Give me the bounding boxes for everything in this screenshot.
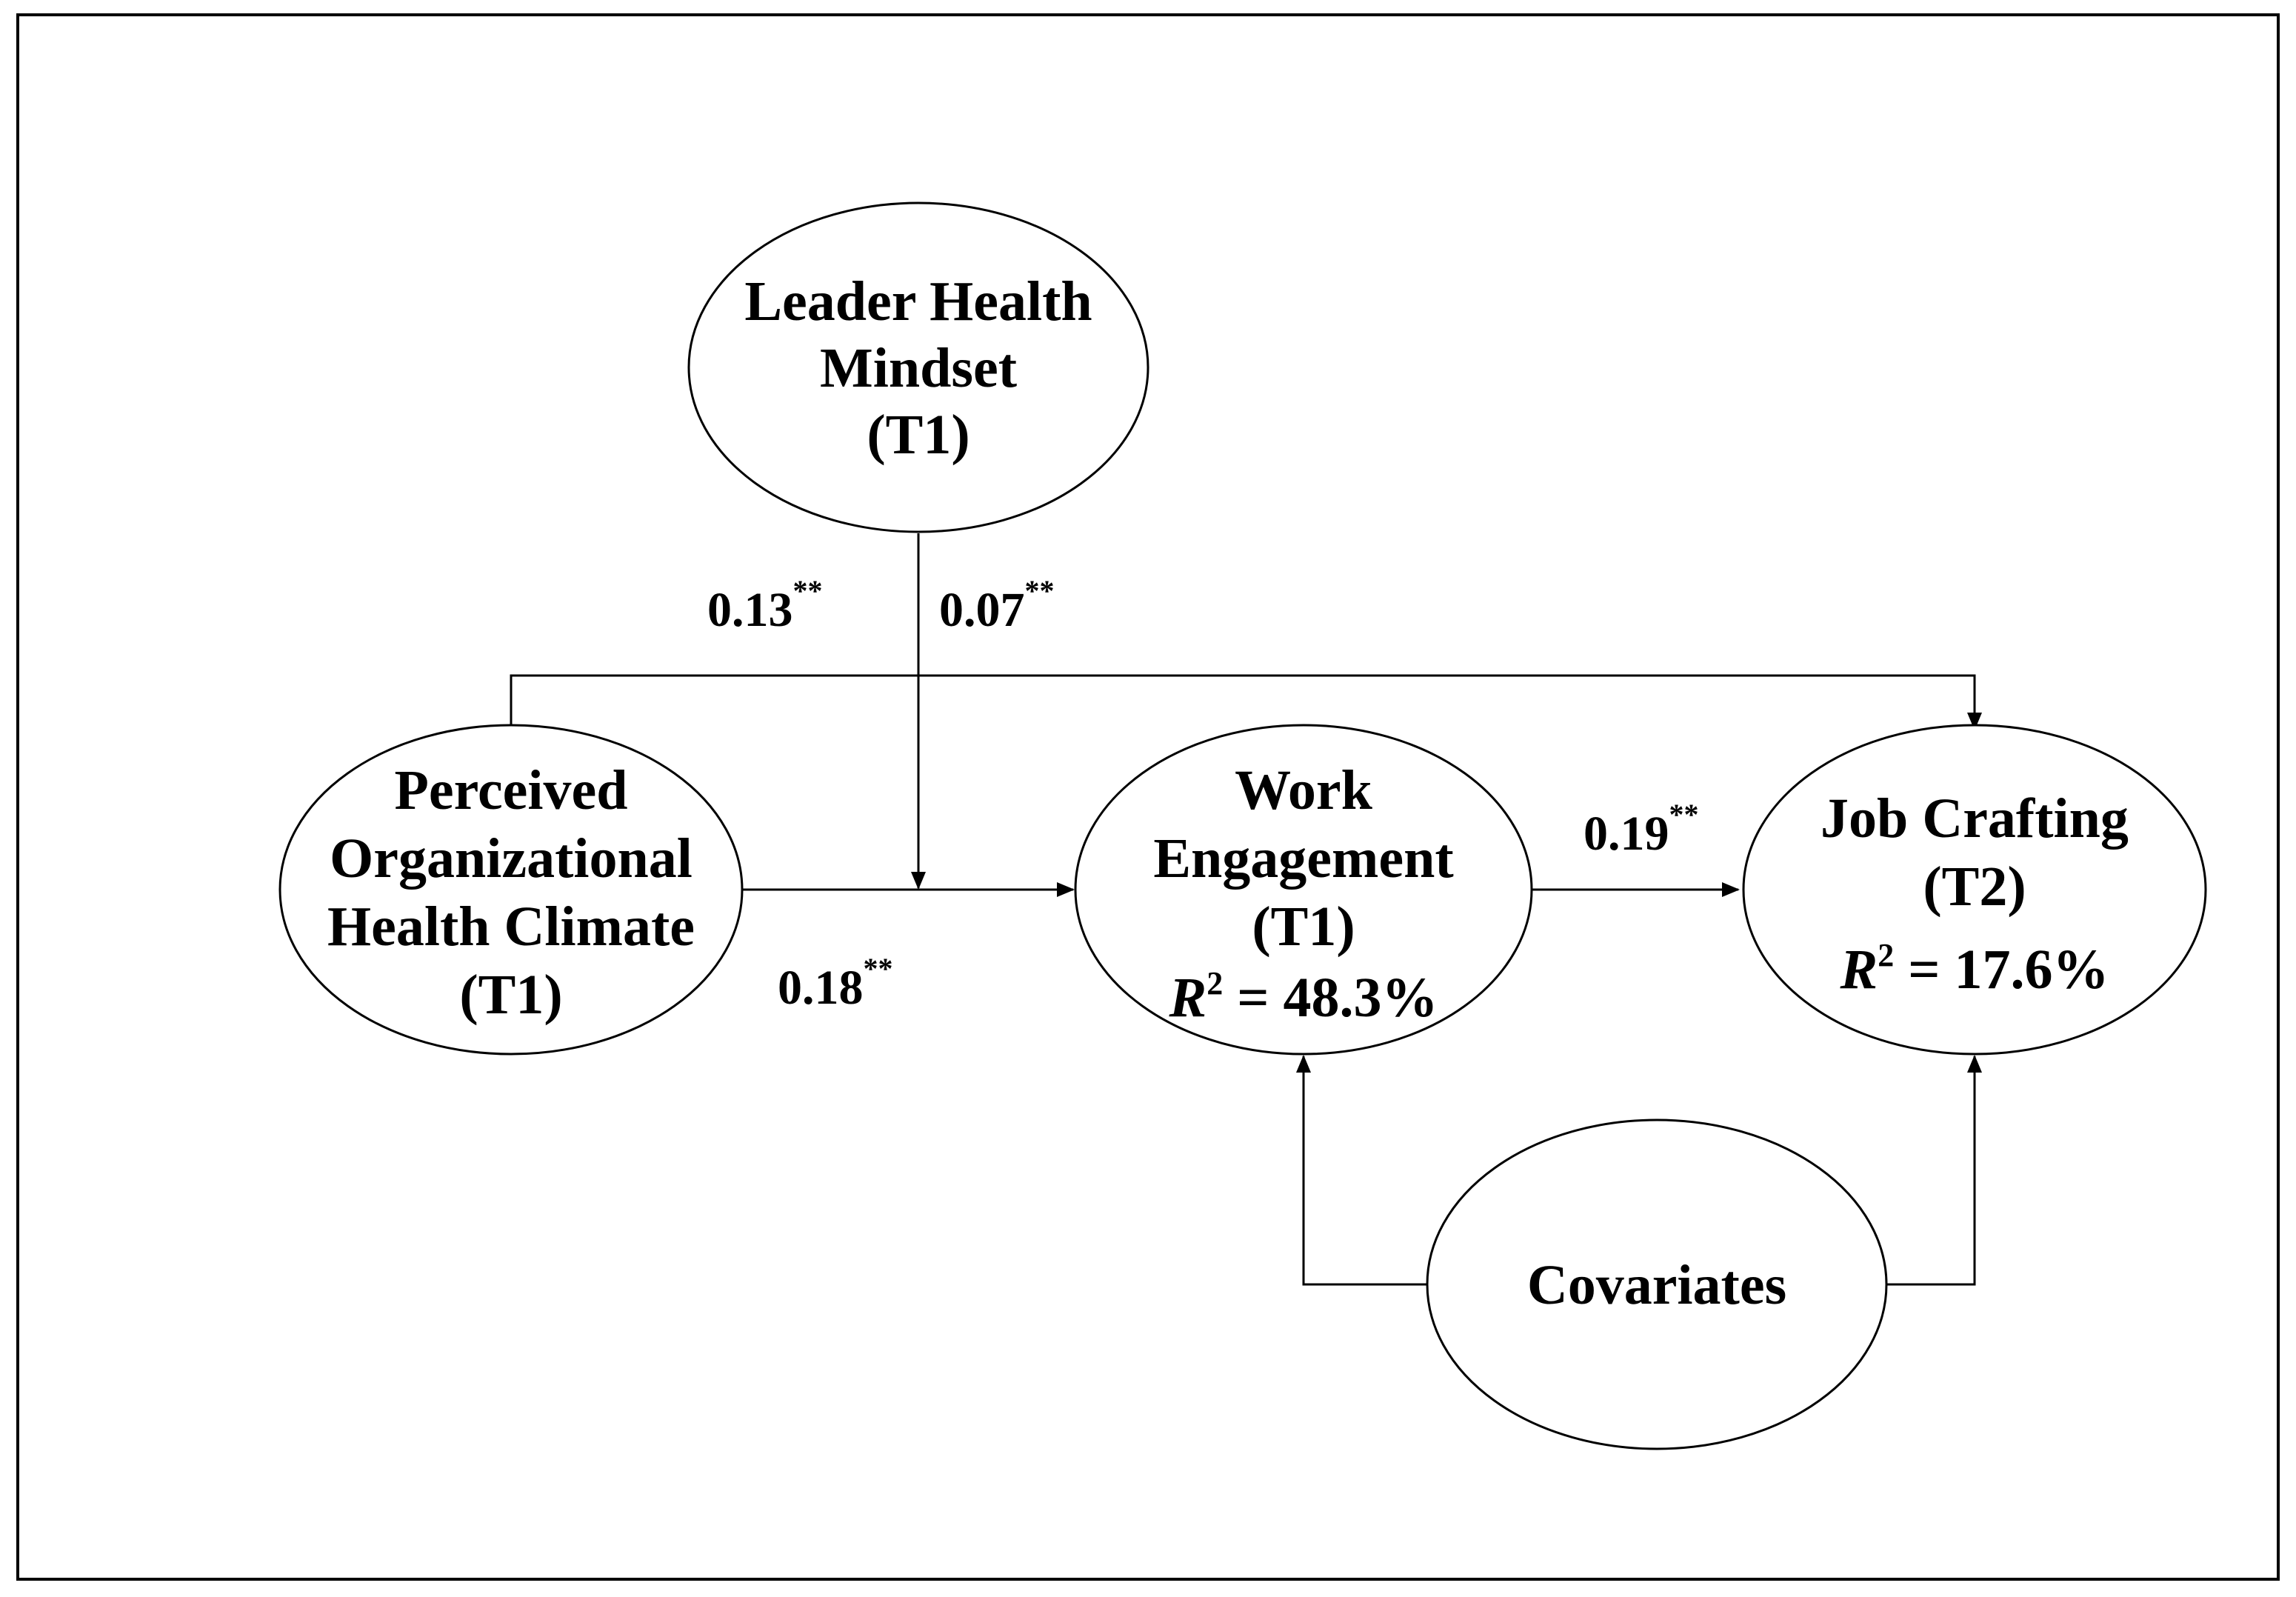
coefficient-value: 0.13 <box>707 583 793 637</box>
path-covariates-to-job-crafting <box>1886 1055 1982 1286</box>
node-work-engagement: Work Engagement (T1) R2 = 48.3% <box>1074 724 1533 1056</box>
node-label-line: Organizational <box>330 827 693 890</box>
coefficient-climate-to-job-crafting: 0.13** <box>707 574 823 637</box>
node-label-line: (T1) <box>1252 896 1355 958</box>
node-covariates: Covariates <box>1426 1118 1888 1450</box>
significance-marker: ** <box>864 952 893 985</box>
r-squared-job-crafting: R2 = 17.6% <box>1839 937 2109 1001</box>
node-label-line: Perceived <box>394 759 627 821</box>
path-climate-to-job-crafting <box>510 674 1982 730</box>
coefficient-value: 0.19 <box>1583 807 1669 861</box>
r-squared-symbol: R <box>1839 938 1878 1001</box>
coefficient-mindset-moderation: 0.07** <box>939 574 1055 637</box>
node-job-crafting: Job Crafting (T2) R2 = 17.6% <box>1742 724 2207 1056</box>
node-label-line: Work <box>1235 759 1373 821</box>
node-label-line: (T1) <box>459 964 562 1026</box>
r-squared-work-engagement: R2 = 48.3% <box>1168 965 1438 1029</box>
figure-frame <box>16 13 2280 1581</box>
coefficient-engagement-to-job-crafting: 0.19** <box>1583 798 1699 861</box>
r-squared-value: = 17.6% <box>1894 938 2109 1001</box>
node-leader-health-mindset: Leader Health Mindset (T1) <box>687 201 1149 533</box>
node-label-line: Leader Health <box>744 270 1092 333</box>
r-squared-exponent: 2 <box>1878 937 1894 973</box>
r-squared-symbol: R <box>1168 967 1207 1029</box>
coefficient-value: 0.18 <box>778 961 864 1015</box>
significance-marker: ** <box>1025 574 1055 607</box>
coefficient-climate-to-engagement: 0.18** <box>778 952 893 1015</box>
node-perceived-org-health-climate: Perceived Organizational Health Climate … <box>278 724 744 1056</box>
node-label-line: (T1) <box>867 404 970 466</box>
node-label-line: Covariates <box>1527 1254 1786 1316</box>
significance-marker: ** <box>1669 798 1699 831</box>
significance-marker: ** <box>793 574 823 607</box>
r-squared-value: = 48.3% <box>1223 967 1438 1029</box>
path-covariates-to-engagement <box>1296 1055 1428 1286</box>
node-label-line: Mindset <box>820 337 1017 399</box>
node-label-line: Engagement <box>1153 827 1453 890</box>
node-label-line: Job Crafting <box>1821 787 2129 850</box>
coefficient-value: 0.07 <box>939 583 1025 637</box>
r-squared-exponent: 2 <box>1207 965 1223 1001</box>
node-label-line: Health Climate <box>327 896 695 958</box>
node-label-line: (T2) <box>1923 856 2026 918</box>
